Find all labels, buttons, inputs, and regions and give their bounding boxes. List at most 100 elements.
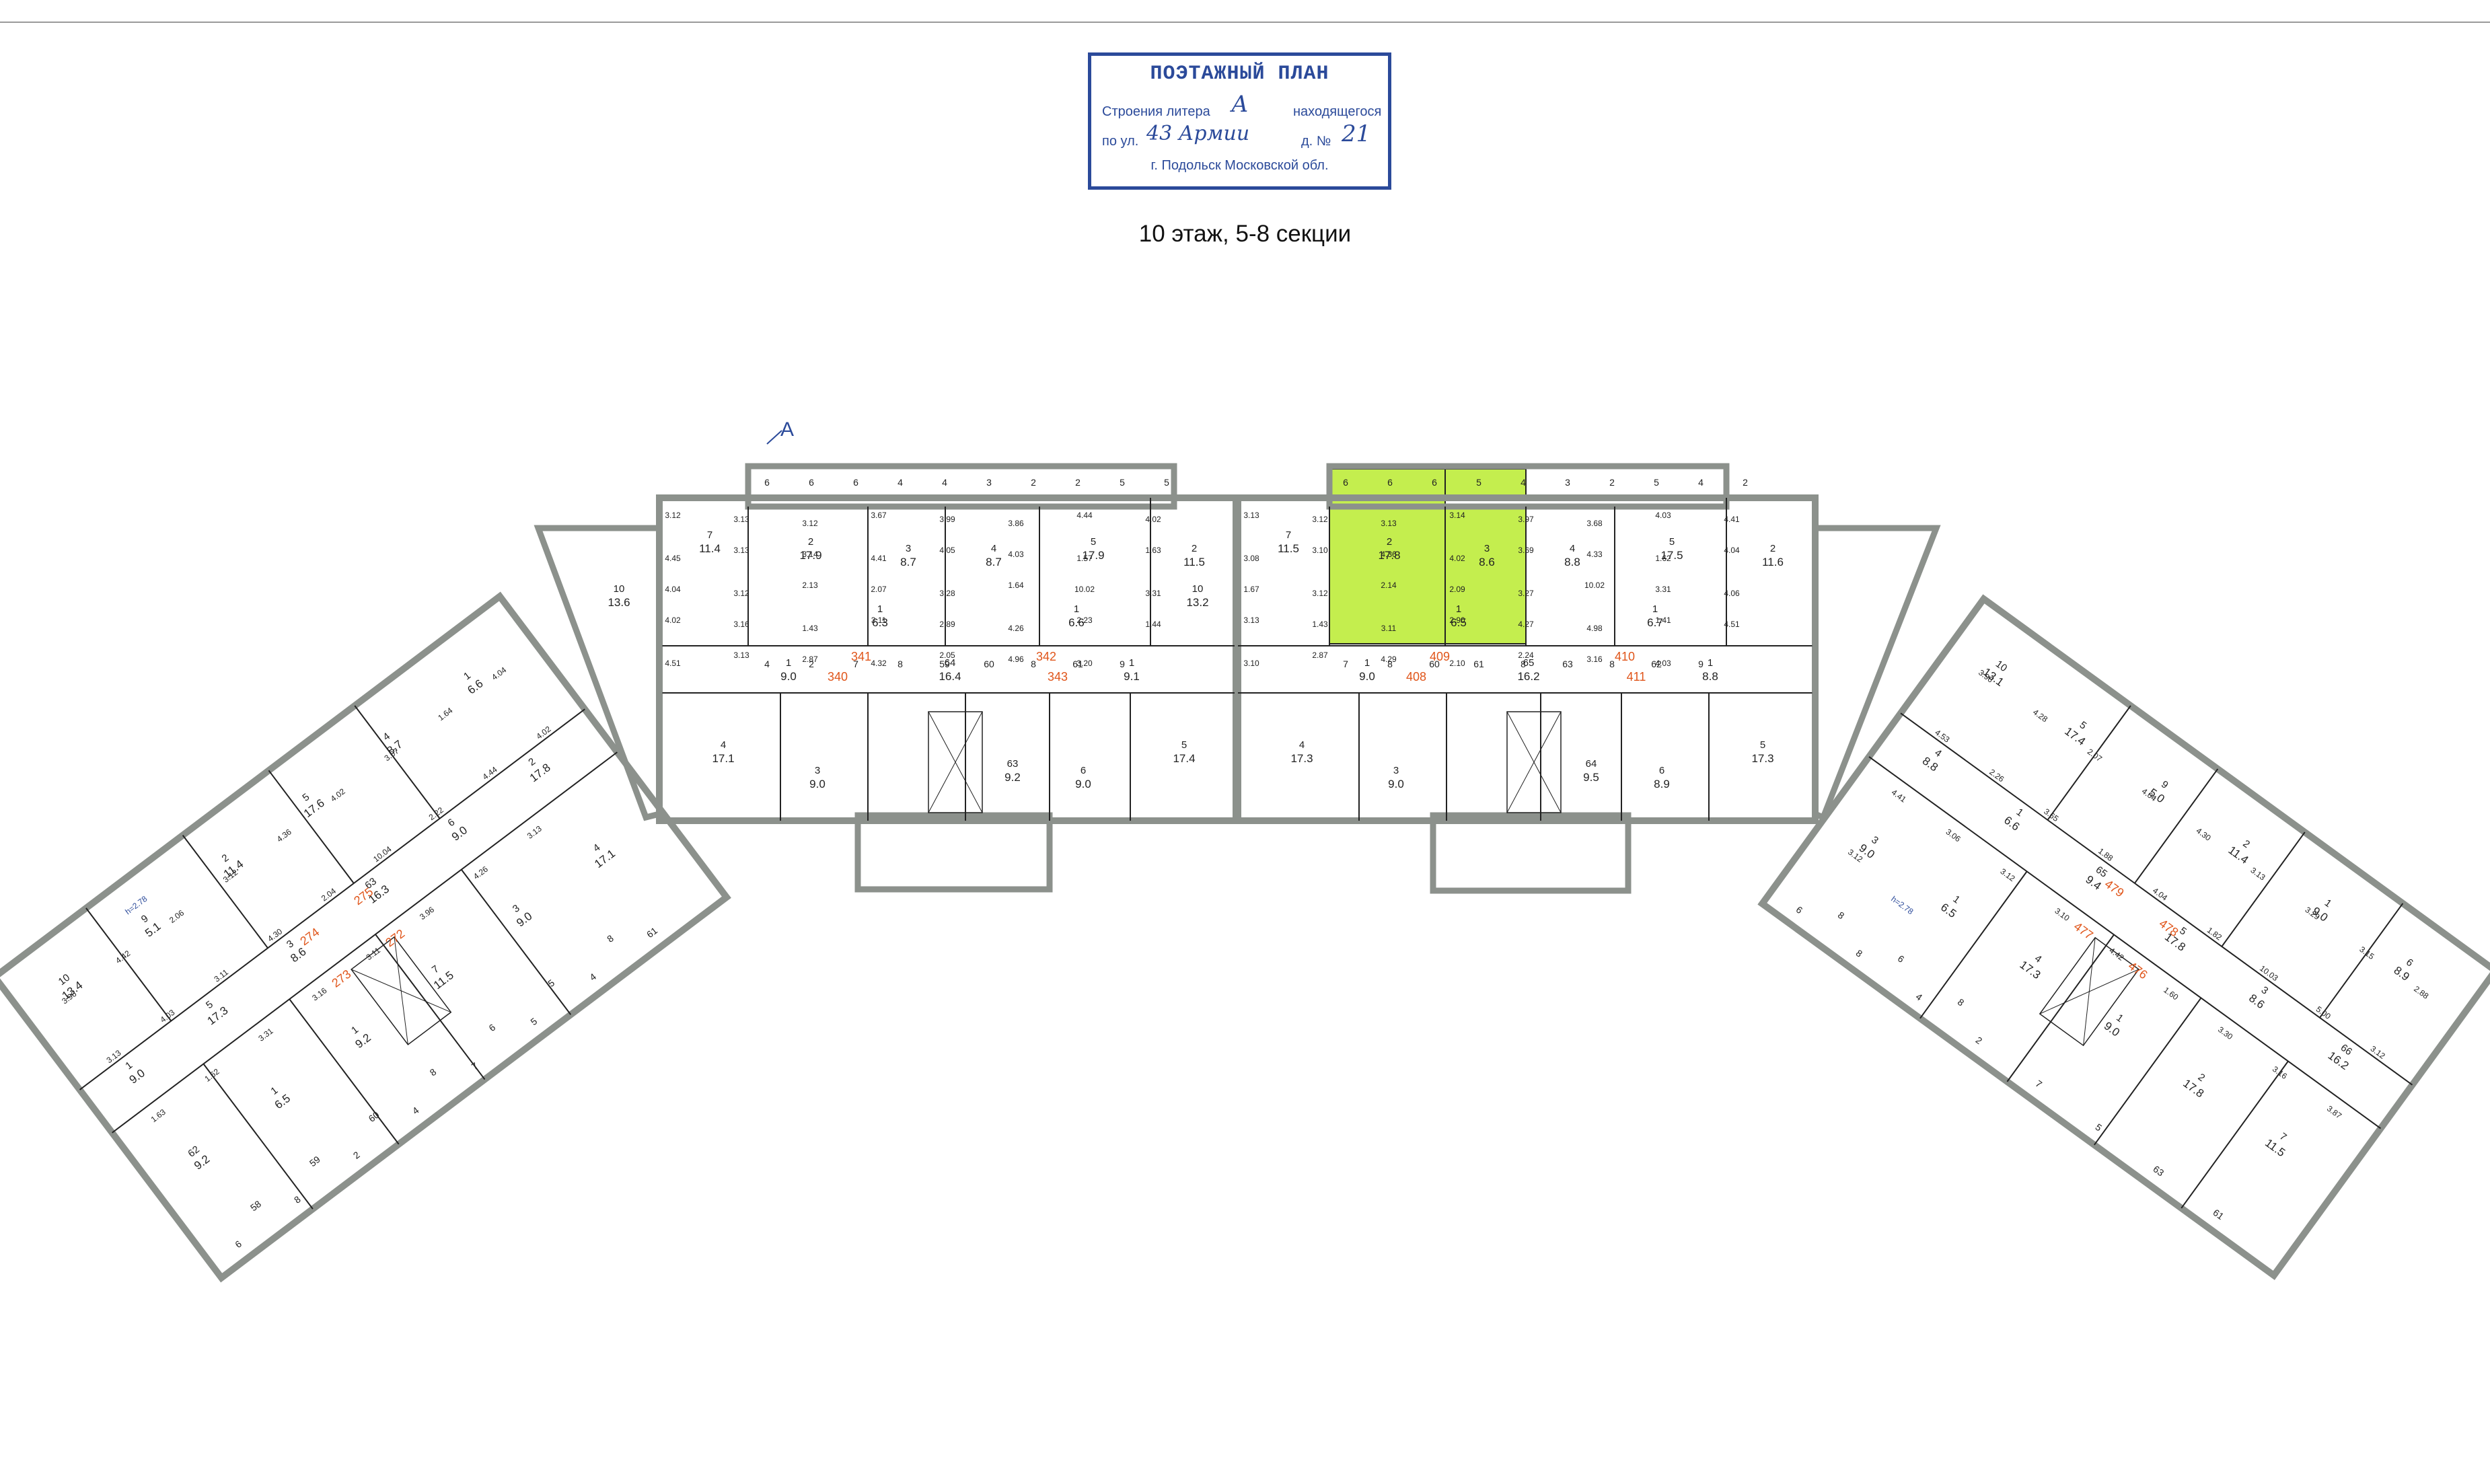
room-area: 13.6 (608, 596, 630, 609)
room-number: 2 (2240, 838, 2252, 850)
small-label: 6 (853, 477, 858, 488)
room-area: 6.6 (1068, 616, 1085, 629)
small-label: 4 (410, 1105, 421, 1117)
small-label: 6 (486, 1022, 497, 1034)
small-label: 4 (587, 971, 598, 983)
dimension-label: 3.86 (1008, 519, 1024, 528)
room-number: 4 (1932, 747, 1944, 759)
room-area: 9.0 (1075, 778, 1091, 790)
dimension-label: 5.00 (2314, 1004, 2333, 1021)
dimension-label: 4.32 (871, 659, 887, 668)
small-label: 7 (1343, 659, 1348, 669)
dimension-label: 3.31 (256, 1026, 274, 1043)
room-area: 13.2 (1186, 596, 1208, 609)
room-number: 10 (57, 972, 73, 988)
dimension-label: 3.99 (939, 515, 955, 524)
dimension-label: 3.20 (1076, 659, 1093, 668)
room-number: 5 (204, 999, 215, 1012)
dimension-label: 4.45 (665, 554, 681, 563)
room-area: 8.7 (900, 556, 916, 568)
small-label: 4 (898, 477, 903, 488)
dimension-label: 4.02 (534, 724, 552, 741)
dimension-label: 3.13 (733, 651, 749, 660)
dimension-label: 3.69 (1518, 546, 1534, 555)
room-area: 8.6 (1479, 556, 1495, 568)
room-area: 8.8 (1702, 670, 1718, 683)
room-number: 7 (2277, 1131, 2289, 1144)
room-area: 9.0 (780, 670, 797, 683)
small-label: 63 (1562, 659, 1573, 669)
page-top-edge (0, 22, 2490, 23)
dimension-label: 1.64 (436, 706, 454, 722)
room-number: 4 (1570, 543, 1575, 554)
dimension-label: 2.06 (168, 908, 186, 925)
dimension-label: 2.07 (871, 585, 887, 594)
dimension-label: 4.06 (1724, 589, 1740, 598)
room-number: 7 (707, 529, 712, 541)
room-number: 1 (1364, 657, 1370, 669)
small-label: 2 (351, 1149, 362, 1161)
small-label: 8 (1609, 659, 1615, 669)
stamp-city: г. Подольск Московской обл. (1150, 158, 1329, 173)
apartment-number: 343 (1048, 670, 1068, 683)
room-number: 62 (186, 1144, 202, 1160)
dimension-label: 4.96 (1008, 655, 1024, 664)
dimension-label: 10.02 (1584, 581, 1605, 590)
room-area: 11.5 (1183, 556, 1205, 568)
small-label: 60 (984, 659, 994, 669)
dimension-label: 4.04 (1724, 546, 1740, 555)
small-label: 5 (1654, 477, 1659, 488)
room-number: 9 (139, 913, 151, 926)
room-number: 10 (1192, 583, 1204, 595)
small-label: 6 (1387, 477, 1393, 488)
dimension-label: 4.03 (1008, 550, 1024, 559)
floor-caption: 10 этаж, 5-8 секции (1138, 221, 1352, 247)
stamp-litera-value: А (1231, 91, 1249, 118)
room-number: 2 (808, 536, 813, 548)
room-area: 6.5 (1451, 616, 1467, 629)
dimension-label: 3.12 (665, 511, 681, 520)
dimension-label: 3.08 (1243, 554, 1259, 563)
dimension-label: 3.16 (310, 986, 328, 1002)
dimension-label: 2.90 (1449, 616, 1465, 625)
apartment-number: 408 (1406, 670, 1426, 683)
dimension-label: 3.14 (1449, 511, 1465, 520)
small-label: 2 (1031, 477, 1036, 488)
dimension-label: 3.31 (1145, 589, 1161, 598)
room-number: 6 (1659, 765, 1664, 776)
room-area: 17.1 (712, 752, 734, 765)
stamp-house-number: 21 (1342, 120, 1371, 147)
dimension-label: 4.02 (329, 786, 347, 803)
apartment-number: 342 (1036, 650, 1056, 663)
dimension-label: 3.13 (2249, 865, 2267, 882)
section-b: 711.5217.838.648.8517.5211.61013.216.516… (1186, 463, 1819, 894)
small-label: 5 (2094, 1121, 2104, 1134)
dimension-label: 3.12 (1312, 515, 1328, 524)
small-label: 6 (1896, 953, 1907, 965)
dimension-label: 2.26 (1987, 767, 2006, 784)
dimension-label: 2.14 (1381, 581, 1397, 590)
dimension-label: 3.16 (733, 620, 749, 629)
small-label: 8 (1836, 910, 1847, 922)
room-number: 1 (349, 1024, 361, 1037)
small-label: 4 (1698, 477, 1704, 488)
room-area: 9.0 (809, 778, 826, 790)
room-number: 7 (1286, 529, 1291, 541)
small-label: 61 (2211, 1207, 2226, 1222)
room-number: 1 (1951, 893, 1963, 906)
room-number: 10 (1993, 659, 2009, 675)
room-number: 6 (2404, 957, 2415, 969)
dimension-label: 4.04 (490, 665, 508, 682)
room-number: 3 (1393, 765, 1399, 776)
dimension-label: 1.62 (203, 1066, 221, 1083)
room-area: 9.0 (1388, 778, 1404, 790)
dimension-label: 3.12 (802, 519, 818, 528)
dimension-label: 3.12 (2369, 1044, 2387, 1061)
apartment-number: 477 (2072, 920, 2096, 942)
highlight-room-6 (1444, 468, 1527, 498)
dimension-label: 3.28 (939, 589, 955, 598)
dimension-label: 2.87 (802, 655, 818, 664)
dimension-label: 4.04 (665, 585, 681, 594)
room-area: 9.1 (1124, 670, 1140, 683)
room-number: 1 (1652, 603, 1658, 615)
